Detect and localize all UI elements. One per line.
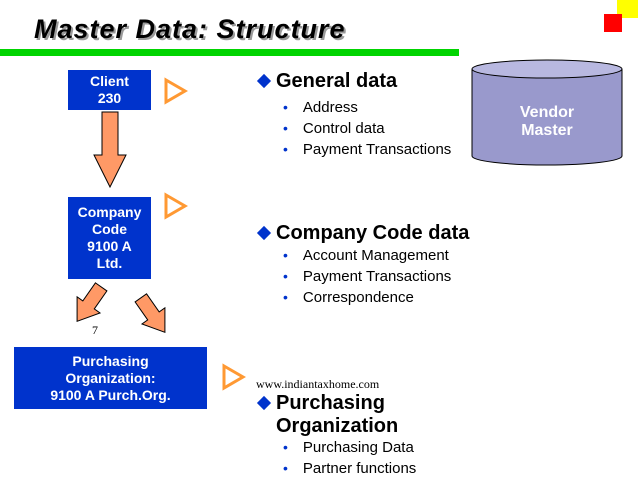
list-item: •Payment Transactions [283,141,452,158]
pointer-triangle-icon [164,192,188,220]
company-code-number: 9100 A [87,238,132,254]
vendor-master-cylinder [471,59,623,166]
slide-title: Master Data: Structure [34,14,346,44]
purchasing-org-box: Purchasing Organization: 9100 A Purch.Or… [14,347,207,409]
arrow-down-right-icon [134,293,166,334]
list-item: •Address [283,99,358,116]
title-underline [0,49,459,56]
company-code-box: Company Code 9100 A Ltd. [68,197,151,279]
list-item: •Control data [283,120,385,137]
general-data-heading: General data [276,70,398,92]
corner-decoration-yellow [617,0,638,18]
purchasing-heading-line1: Purchasing [276,392,385,414]
list-item: •Partner functions [283,460,417,477]
company-suffix: Ltd. [96,255,123,271]
client-box: Client 230 [68,70,151,110]
corner-decoration-red [604,14,622,32]
vendor-master-label: Vendor Master [472,104,622,140]
client-number: 230 [97,90,122,106]
pointer-triangle-icon [164,77,188,105]
vendor-label-1: Vendor [519,104,575,121]
arrow-down-left-icon [76,282,108,323]
purchasing-label-2: Organization: [65,369,156,386]
arrow-down-icon [93,111,127,189]
vendor-label-2: Master [521,122,573,139]
company-label-1: Company [77,204,142,220]
purchasing-heading-line2: Organization [276,415,399,437]
client-label: Client [90,73,129,89]
company-code-data-heading: Company Code data [276,222,470,244]
list-item: •Correspondence [283,289,414,306]
purchasing-label-1: Purchasing [72,352,149,369]
list-item: •Purchasing Data [283,439,414,456]
pointer-triangle-icon [222,363,246,391]
company-label-2: Code [91,221,127,237]
website-text: www.indiantaxhome.com [256,377,380,391]
slide-number: 7 [92,323,98,337]
list-item: •Account Management [283,247,449,264]
list-item: •Payment Transactions [283,268,452,285]
purchasing-code: 9100 A Purch.Org. [50,386,171,403]
